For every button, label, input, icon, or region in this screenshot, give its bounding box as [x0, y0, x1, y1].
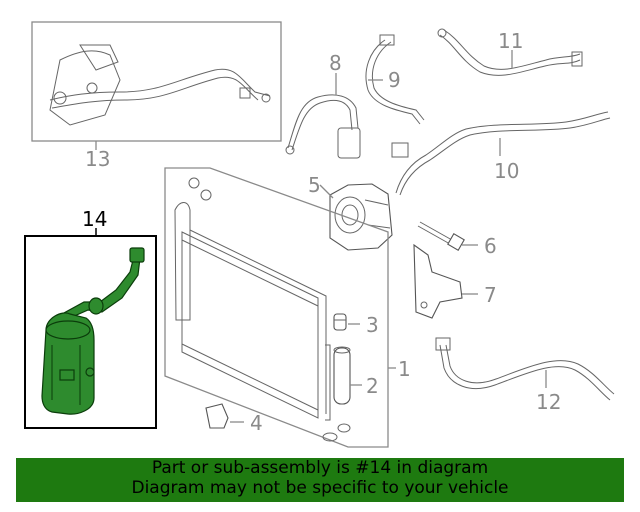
callout-8: 8: [329, 51, 342, 75]
part-6-bolt: [417, 221, 465, 251]
highlight-box-14: [24, 235, 157, 429]
callout-1: 1: [398, 357, 411, 381]
part-10-hose: [391, 111, 611, 196]
part-3-cap: [333, 313, 347, 331]
callout-11: 11: [498, 29, 523, 53]
part-9-hose: [365, 34, 425, 125]
part-2-drier: [333, 346, 351, 405]
part-11-hose: [437, 28, 583, 76]
callout-14: 14: [82, 207, 107, 231]
callout-4: 4: [250, 411, 263, 435]
notice-banner: Part or sub-assembly is #14 in diagram D…: [16, 458, 624, 502]
callout-2: 2: [366, 374, 379, 398]
condenser-box: [164, 167, 389, 448]
callout-12: 12: [536, 390, 561, 414]
callout-5: 5: [308, 173, 321, 197]
notice-line-1: Part or sub-assembly is #14 in diagram: [151, 458, 489, 478]
part-12-hose: [435, 337, 615, 401]
part-7-bracket: [413, 243, 463, 319]
part-4-bracket: [205, 403, 229, 429]
callout-10: 10: [494, 159, 519, 183]
notice-line-2: Diagram may not be specific to your vehi…: [131, 478, 509, 498]
callout-9: 9: [388, 68, 401, 92]
part-5-compressor: [329, 183, 393, 251]
callout-13: 13: [85, 147, 110, 171]
callout-3: 3: [366, 313, 379, 337]
callout-7: 7: [484, 283, 497, 307]
callout-6: 6: [484, 234, 497, 258]
part-8-hose: [285, 94, 361, 159]
inset-box-13: [31, 21, 282, 142]
